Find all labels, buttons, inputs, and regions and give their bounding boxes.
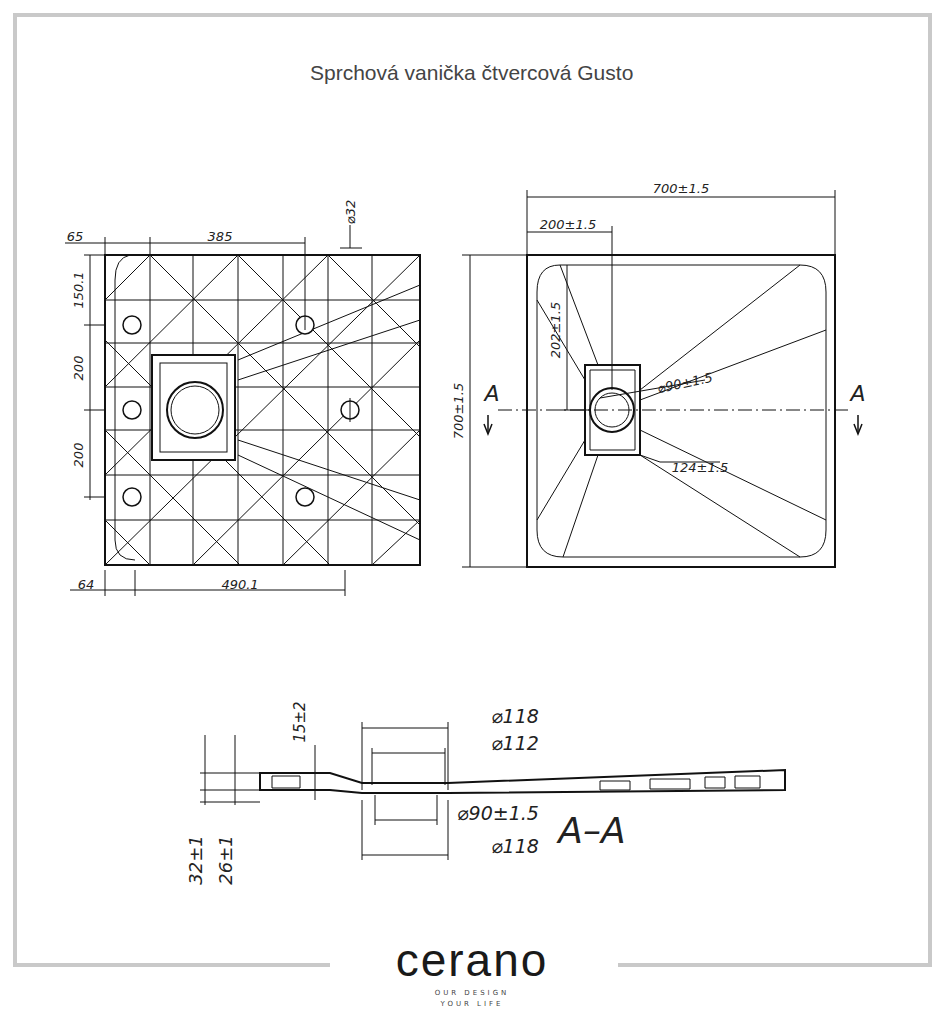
section-mark: A (850, 383, 865, 405)
dimension-label: 202±1.5 (549, 302, 562, 358)
dimension-label: ⌀118 (491, 837, 539, 856)
brand-tagline: OUR DESIGN (435, 990, 510, 997)
dimension-label: 200±1.5 (540, 218, 596, 231)
dimension-label: 26±1 (217, 835, 235, 884)
dimension-label: 150.1 (72, 271, 85, 308)
dimension-label: ⌀118 (491, 707, 539, 726)
dimension-label: ⌀90±1.5 (656, 371, 713, 395)
dimension-label: ⌀112 (491, 734, 539, 753)
dimension-label: 65 (67, 230, 84, 243)
dimension-label: ⌀32 (344, 200, 357, 224)
brand-tagline: YOUR LIFE (440, 1001, 503, 1008)
dimension-label: 200 (72, 443, 85, 468)
dimension-label: 700±1.5 (653, 182, 709, 195)
section-mark: A (484, 383, 499, 405)
dimension-label: ⌀90±1.5 (457, 804, 539, 823)
dimension-label: 490.1 (221, 578, 258, 591)
dimension-label: 64 (78, 578, 95, 591)
brand-logo: cerano (390, 937, 555, 983)
drawing-title: Sprchová vanička čtvercová Gusto (310, 62, 633, 83)
dimension-label: 15±2 (293, 701, 308, 742)
dimension-label: 385 (208, 230, 233, 243)
dimension-label: 700±1.5 (452, 383, 465, 439)
dimension-label: 32±1 (187, 835, 205, 884)
dimension-label: 200 (72, 356, 85, 381)
dimension-label: 124±1.5 (672, 461, 728, 474)
section-mark: A–A (558, 813, 625, 849)
